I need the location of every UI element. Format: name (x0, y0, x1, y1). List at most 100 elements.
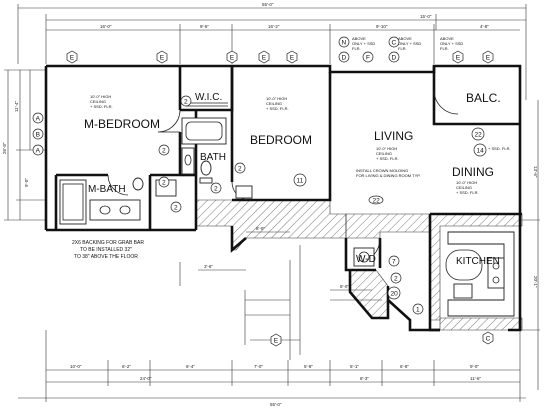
note-above-2: ONLY + SSD (352, 41, 375, 46)
note-dining-ceiling-2: CEILING (456, 185, 472, 190)
dim-bot-e: 5'-8" (304, 364, 313, 369)
svg-text:E: E (230, 55, 235, 62)
label-living: LIVING (374, 129, 413, 143)
label-balc: BALC. (466, 91, 501, 105)
hex-tag-e-6: E (452, 50, 464, 64)
note-above-5: ONLY + SSD (398, 41, 421, 46)
dim-left-c: 9'-0" (24, 178, 29, 187)
svg-text:22: 22 (373, 198, 381, 205)
svg-text:2: 2 (214, 186, 218, 193)
circle-tag-2-e: 2 (210, 182, 222, 194)
note-above-4: ABOVE (398, 36, 412, 41)
svg-text:E: E (274, 338, 279, 345)
note-backing-2: TO BE INSTALLED 32" (80, 247, 132, 253)
note-balc-ssd: + SSD. FLR. (488, 146, 511, 151)
svg-text:7: 7 (392, 259, 396, 266)
circle-tag-b: B (32, 128, 44, 140)
dim-bot-h: 9'-0" (470, 364, 479, 369)
dim-bot-c: 6'-4" (186, 364, 195, 369)
dim-right-b: 20'-1" (533, 276, 538, 288)
svg-text:C: C (486, 336, 491, 343)
label-bath: BATH (200, 152, 226, 163)
circle-tag-a-1: A (32, 112, 44, 124)
dim-overall-bottom: 55'-0" (270, 402, 282, 407)
dim-top-d: 9'-10" (376, 24, 388, 29)
dim-top-b: 9'-6" (200, 24, 209, 29)
circle-tag-n: N (338, 36, 350, 48)
svg-text:E: E (456, 55, 461, 62)
dim-bot-k: 11'-6" (470, 376, 482, 381)
notes: 10'-0" HIGH CEILING + SSD. FLR. 10'-0" H… (72, 36, 511, 260)
svg-text:E: E (290, 55, 295, 62)
note-above-1: ABOVE (352, 36, 366, 41)
note-backing-1: 2X6 BACKING FOR GRAB BAR (72, 240, 144, 246)
svg-text:E: E (262, 55, 267, 62)
svg-text:11: 11 (297, 178, 304, 185)
circle-tag-1: 1 (412, 303, 424, 315)
hex-tag-e-4: E (258, 50, 270, 64)
svg-text:2: 2 (238, 166, 242, 173)
label-kitchen: KITCHEN (456, 256, 500, 267)
svg-text:2: 2 (162, 180, 166, 187)
dim-overall-top: 55'-0" (262, 2, 274, 7)
dim-top-a: 16'-0" (100, 24, 112, 29)
dim-top-c: 16'-2" (268, 24, 280, 29)
svg-text:2: 2 (394, 276, 398, 283)
dim-mid-b: 3'-6" (204, 264, 213, 269)
note-living-ceiling-1: 10'-0" HIGH (376, 146, 397, 151)
dim-mid-c: 5'-0" (340, 284, 349, 289)
circle-tag-2-d: 2 (170, 201, 182, 213)
hex-tag-e-1: E (66, 50, 78, 64)
dim-bot-a: 10'-0" (70, 364, 82, 369)
note-mbed-ceiling-1: 10'-0" HIGH (90, 94, 111, 99)
note-above-7: ABOVE (440, 36, 454, 41)
circle-tag-11: 11 (293, 173, 307, 187)
svg-text:D: D (392, 55, 397, 62)
toilet (200, 160, 212, 176)
dim-bot-j: 8'-3" (360, 376, 369, 381)
svg-text:1: 1 (416, 307, 420, 314)
circle-tag-c-top: C (388, 36, 400, 48)
note-crown-1: INSTALL CROWN MOLDING (356, 168, 408, 173)
circle-tag-2-a: 2 (180, 95, 192, 107)
hex-tag-e-2: E (156, 50, 168, 64)
note-bed-ceiling-3: + SSD. FLR. (266, 106, 289, 111)
dim-bot-f: 6'-1" (350, 364, 359, 369)
note-above-3: FLR. (352, 46, 361, 51)
svg-text:20: 20 (391, 291, 399, 298)
circle-tag-14: 14 (473, 143, 487, 157)
svg-text:F: F (366, 55, 370, 62)
svg-text:2: 2 (184, 99, 188, 106)
svg-text:22: 22 (475, 132, 483, 139)
fixtures (59, 89, 515, 317)
hex-tag-c: C (482, 331, 494, 345)
svg-text:E: E (70, 55, 75, 62)
note-living-ceiling-3: + SSD. FLR. (376, 156, 399, 161)
circle-tag-2-c: 2 (158, 176, 170, 188)
label-m-bath: M-BATH (88, 184, 126, 195)
hex-tag-e-7: E (482, 50, 494, 64)
shower (59, 179, 87, 225)
note-mbed-ceiling-2: CEILING (90, 99, 106, 104)
svg-text:B: B (36, 132, 40, 139)
circle-tag-2-b: 2 (158, 144, 170, 156)
dim-left-a: 26'-8" (2, 142, 7, 154)
note-mbed-ceiling-3: + SSD. FLR. (90, 104, 113, 109)
hex-tag-e-5: E (286, 50, 298, 64)
hex-tag-e-8: E (270, 333, 282, 347)
svg-text:A: A (36, 148, 41, 155)
circle-tag-f: F (362, 51, 374, 63)
circle-tag-22-a: 22 (471, 127, 485, 141)
svg-text:2: 2 (162, 148, 166, 155)
dim-top-e: 15'-0" (420, 14, 432, 19)
label-wic: W.I.C. (195, 92, 222, 103)
dim-bot-i: 24'-0" (140, 376, 152, 381)
label-m-bedroom: M-BEDROOM (84, 117, 160, 131)
dim-bot-d: 7'-0" (254, 364, 263, 369)
note-above-6: FLR. (398, 46, 407, 51)
dim-right-a: 13'-6" (533, 166, 538, 178)
circle-tag-20: 20 (387, 286, 401, 300)
svg-text:C: C (392, 40, 397, 47)
svg-text:14: 14 (477, 148, 485, 155)
kitchen-counter (447, 231, 515, 317)
